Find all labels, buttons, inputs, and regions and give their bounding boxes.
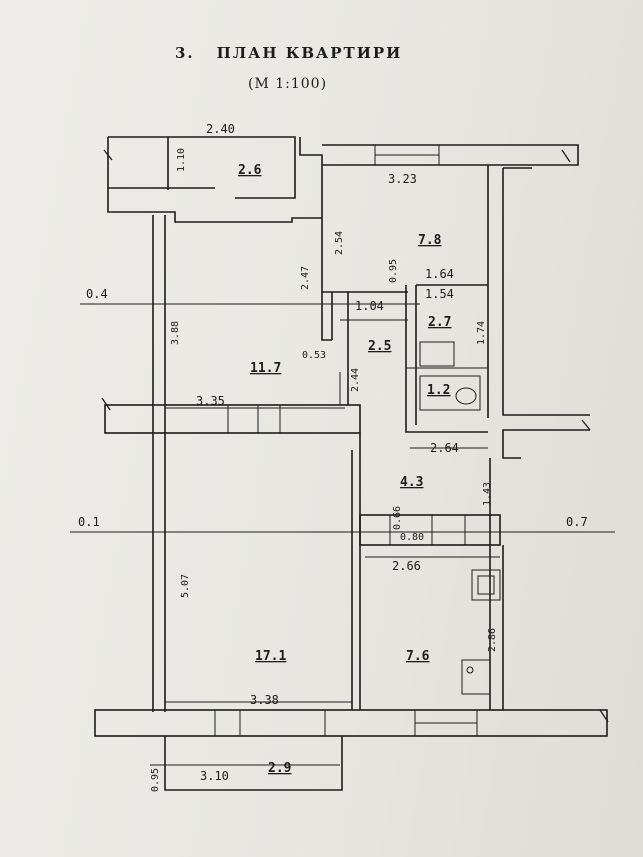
wall-kitchen-left <box>299 137 323 218</box>
side-marks: 0.4 0.1 0.7 <box>78 287 588 529</box>
wall-top-left <box>107 137 322 223</box>
dim-kitchen-width: 3.23 <box>388 172 417 186</box>
plan-title: 3. ПЛАН КВАРТИРИ <box>175 44 402 62</box>
tick-4 <box>599 709 609 723</box>
wall-middle <box>104 404 361 434</box>
wall-right-step <box>502 429 590 459</box>
dim-corridor-depth: 2.47 <box>300 266 311 290</box>
dim-corridor-width: 0.53 <box>302 350 326 361</box>
wall-corridor-left <box>321 218 349 405</box>
room-areas: 2.6 7.8 2.7 2.5 1.2 11.7 4.3 17.1 7.6 2.… <box>238 163 451 776</box>
dim-room-left-width: 3.35 <box>196 394 225 408</box>
interior-walls <box>321 218 504 710</box>
dim-small-width: 1.04 <box>355 299 384 313</box>
dim-top-width: 2.40 <box>206 122 235 136</box>
wall-right-vertical <box>502 168 590 416</box>
outer-walls <box>94 136 608 791</box>
tick-5 <box>561 149 571 163</box>
area-room-bottom-left: 17.1 <box>255 649 286 664</box>
dim-hall-width: 2.66 <box>392 559 421 573</box>
tick-3 <box>581 419 591 431</box>
sink-icon <box>471 569 501 601</box>
wall-hall-middle <box>359 514 501 546</box>
wall-bottom <box>94 709 608 737</box>
dim-small-depth: 0.95 <box>388 259 399 283</box>
dim-bath-inner: 1.54 <box>425 287 454 301</box>
wall-corridor-stub <box>321 292 332 341</box>
wall-kitchen-top <box>322 144 579 166</box>
dim-top-depth: 1.10 <box>176 148 187 172</box>
wall-bath-left <box>405 285 488 433</box>
balcony-outline <box>164 736 343 791</box>
tick-1 <box>103 149 113 161</box>
stove-burner-icon <box>466 666 474 674</box>
title-text: ПЛАН КВАРТИРИ <box>216 44 403 62</box>
area-balcony: 2.9 <box>268 761 291 776</box>
dim-door-b: 0.66 <box>392 506 403 530</box>
dimension-lines <box>70 149 615 766</box>
area-corridor: 2.5 <box>368 339 391 354</box>
wall-storage-outline <box>108 136 296 199</box>
dim-balcony-depth: 0.95 <box>150 768 161 792</box>
dim-kitchen-depth: 2.54 <box>334 231 345 255</box>
window-bottom-left <box>214 709 326 737</box>
dimension-labels: 2.40 1.10 3.23 2.54 2.47 1.64 1.54 1.74 … <box>150 122 498 792</box>
dim-room-bottom-width: 3.38 <box>250 693 279 707</box>
dim-door-a: 0.80 <box>400 532 424 543</box>
dim-corridor-len: 2.44 <box>350 368 361 392</box>
toilet-icon <box>455 387 477 405</box>
dim-right-depth: 2.86 <box>487 628 498 652</box>
dim-bath-width: 1.64 <box>425 267 454 281</box>
plan-scale: (М 1:100) <box>248 76 328 92</box>
area-toilet: 1.2 <box>427 383 450 398</box>
area-kitchen-top: 7.8 <box>418 233 442 248</box>
dim-room-bottom-depth: 5.07 <box>180 574 191 598</box>
dim-room-left-depth: 3.88 <box>170 321 181 345</box>
dim-hall-depth: 1.43 <box>482 482 493 506</box>
bathtub-icon <box>419 341 455 367</box>
toilet-room-icon <box>419 375 481 411</box>
dim-bath-depth: 1.74 <box>476 321 487 345</box>
stove-icon <box>461 659 491 695</box>
dim-balcony-width: 3.10 <box>200 769 229 783</box>
area-hall: 4.3 <box>400 475 423 490</box>
sink-basin-icon <box>477 575 495 595</box>
tick-2 <box>101 397 111 411</box>
area-storage-top: 2.6 <box>238 163 262 178</box>
area-room-bottom-right: 7.6 <box>406 649 430 664</box>
side-mark-right-mid: 0.7 <box>566 515 588 529</box>
dim-wc-width: 2.64 <box>430 441 459 455</box>
section-number: 3. <box>175 44 195 62</box>
fixtures <box>419 341 501 695</box>
area-room-left: 11.7 <box>250 361 281 376</box>
area-bathroom: 2.7 <box>428 315 451 330</box>
side-mark-left-mid: 0.1 <box>78 515 100 529</box>
side-mark-left-top: 0.4 <box>86 287 108 301</box>
